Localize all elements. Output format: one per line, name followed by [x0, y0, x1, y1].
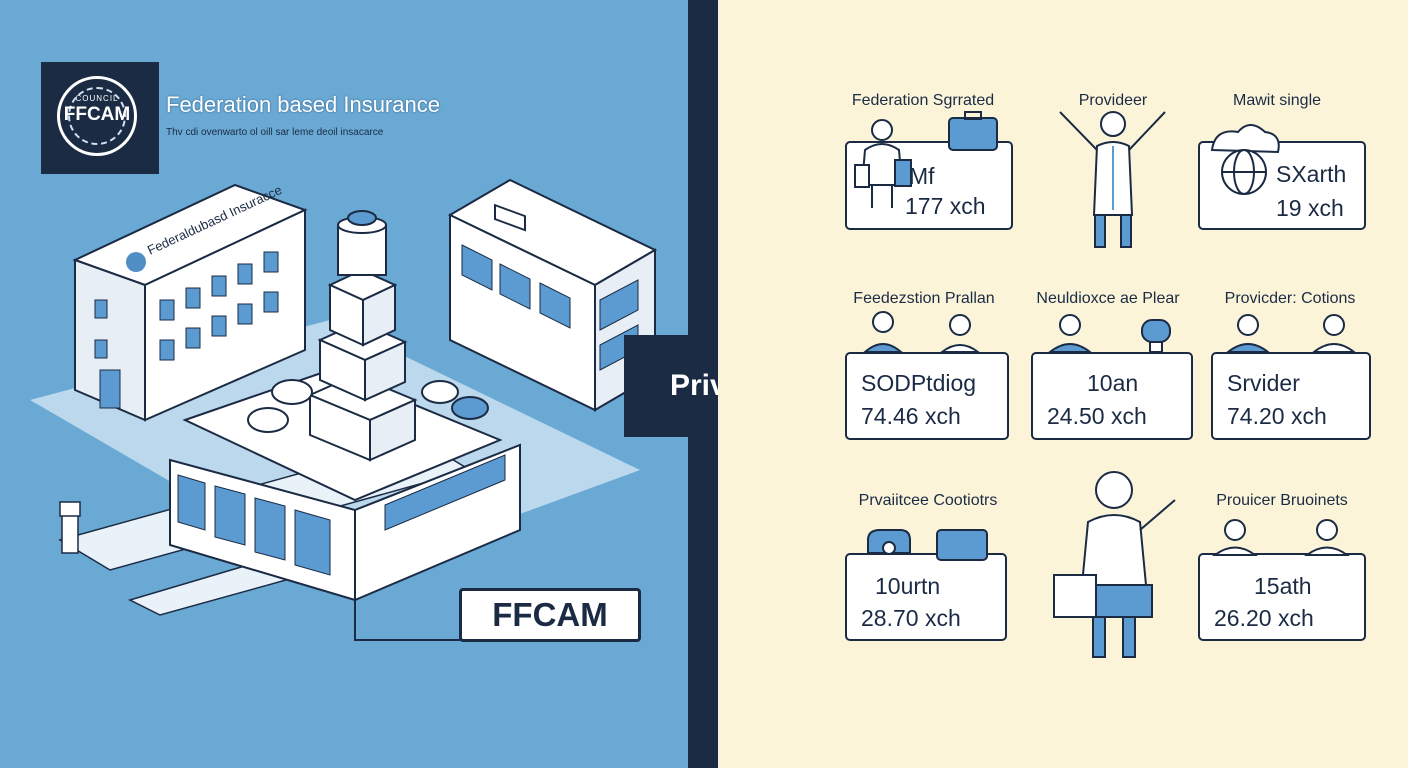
col-title-9: Prouicer Bruoinets: [1216, 492, 1348, 509]
card-name: SODPtdiog: [861, 370, 977, 396]
col-title-6: Provicder: Cotions: [1224, 290, 1356, 307]
building-sign-text: Federaldubasd Insuracce: [145, 182, 284, 258]
building-sign: Federaldubasd Insuracce: [145, 182, 284, 258]
plan-card-3: SXarth 19 xch: [1198, 141, 1366, 230]
plan-card-4: SODPtdiog 74.46 xch: [845, 352, 1009, 440]
card-price: 19 xch: [1276, 195, 1344, 221]
logo-ring: [57, 76, 137, 156]
card-price: 177 xch: [905, 193, 986, 219]
plan-card-9: 15ath 26.20 xch: [1198, 553, 1366, 641]
card-price: 28.70 xch: [861, 605, 961, 631]
plan-card-6: Srvider 74.20 xch: [1211, 352, 1371, 440]
plan-card-1: Mf 177 xch: [845, 141, 1013, 230]
card-name: Mf: [909, 163, 935, 189]
logo-ring-inner: [68, 87, 126, 145]
col-title-4: Feedezstion Prallan: [853, 290, 995, 307]
campus-label: FFCAM: [459, 588, 641, 642]
logo-text: FFCAM: [63, 104, 131, 125]
plan-card-5: 10an 24.50 xch: [1031, 352, 1193, 440]
campus-illustration: [30, 178, 658, 641]
col-title-7: Prvaiitcee Cootiotrs: [858, 492, 998, 509]
col-title-3: Mawit single: [1232, 92, 1322, 109]
brand-title: Federation based Insurance: [166, 92, 440, 117]
card-price: 24.50 xch: [1047, 403, 1147, 429]
card-name: 10urtn: [875, 573, 941, 599]
card-price: 74.20 xch: [1227, 403, 1327, 429]
col-title-5: Neuldioxce ae Plear: [1036, 290, 1180, 307]
card-name: Srvider: [1227, 370, 1300, 396]
logo-top-text: COUNCIL: [75, 94, 119, 103]
card-name: 15ath: [1254, 573, 1312, 599]
ffcam-logo: COUNCIL FFCAM: [41, 62, 159, 174]
col-title-2: Provideer: [1078, 92, 1148, 109]
plan-card-7: 10urtn 28.70 xch: [845, 553, 1007, 641]
card-name: SXarth: [1276, 161, 1347, 187]
brand-subtitle: Thv cdi ovenwarto ol oill sar leme deoil…: [166, 127, 384, 138]
left-panel: COUNCIL FFCAM Federation based Insurance…: [0, 0, 688, 768]
card-name: 10an: [1087, 370, 1139, 396]
col-title-1: Federation Sgrrated: [851, 92, 995, 109]
card-price: 26.20 xch: [1214, 605, 1314, 631]
card-price: 74.46 xch: [861, 403, 961, 429]
